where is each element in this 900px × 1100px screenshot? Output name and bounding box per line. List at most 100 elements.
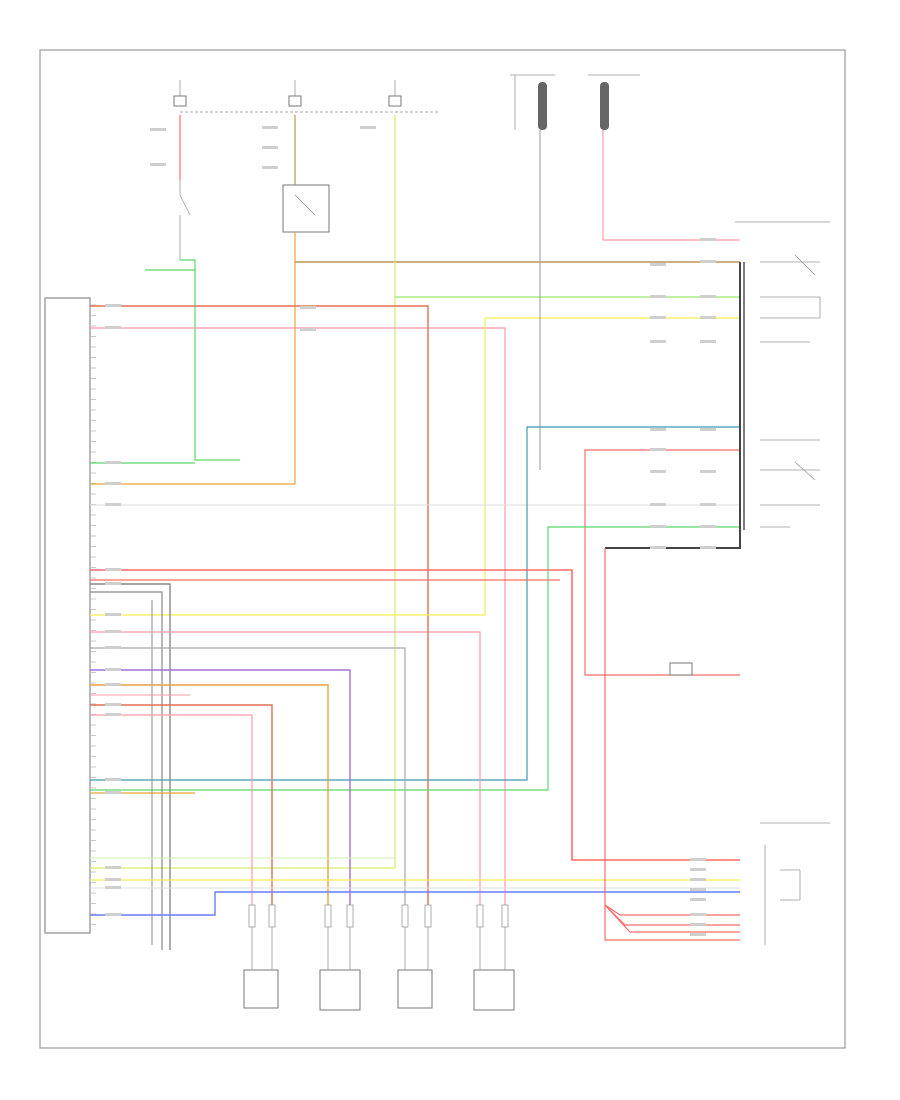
wire-label-tick: [105, 668, 121, 671]
wire-label-tick: [105, 326, 121, 329]
harness-sensor: [669, 662, 693, 676]
ecu-module: [44, 297, 91, 934]
wire-orange: [90, 684, 329, 905]
wire-label-tick: [700, 316, 716, 319]
sensor-plugs: [248, 904, 509, 970]
wire-label-tick: [105, 630, 121, 633]
wire-pink-left-sensor: [90, 714, 253, 905]
wire-pink-ecu-2: [90, 327, 506, 905]
wire-label-tick: [105, 713, 121, 716]
wire-label-tick: [360, 126, 376, 129]
sensor-plug: [401, 904, 409, 928]
wire-purple: [90, 669, 351, 905]
sensor-plug: [324, 904, 332, 928]
wire-label-tick: [700, 546, 716, 549]
sensor-right-front: [397, 969, 433, 1009]
wire-label-tick: [150, 163, 166, 166]
diagram-frame: [39, 49, 846, 1049]
wire-teal: [90, 426, 740, 781]
wire-label-tick: [650, 546, 666, 549]
sensor-right-rear: [473, 969, 515, 1011]
connector-right-mid: [760, 439, 820, 528]
sensor-left-rear: [243, 969, 279, 1009]
wire-label-tick: [105, 482, 121, 485]
wire-label-tick: [105, 568, 121, 571]
wire-label-tick: [690, 898, 706, 901]
ecu-pins: [90, 304, 96, 925]
sensor-plug: [268, 904, 276, 928]
wire-label-tick: [105, 878, 121, 881]
wire-label-tick: [300, 306, 316, 309]
wire-label-tick: [700, 238, 716, 241]
wire-label-tick: [690, 888, 706, 891]
wire-red-bundle-4: [604, 904, 740, 933]
inline-fuses-right: [510, 74, 640, 130]
wire-label-tick: [105, 646, 121, 649]
wheel-speed-sensors: [243, 969, 515, 1011]
wire-label-tick: [300, 328, 316, 331]
wire-label-tick: [105, 886, 121, 889]
wire-label-tick: [700, 340, 716, 343]
wire-label-tick: [690, 923, 706, 926]
wire-label-tick: [105, 913, 121, 916]
wire-label-tick: [105, 461, 121, 464]
wire-harness: [90, 115, 745, 950]
wire-green-left: [180, 259, 240, 461]
wire-red-left-sensor: [90, 704, 273, 905]
connector-right-bottom: [760, 822, 830, 945]
sensor-plug: [501, 904, 509, 928]
fuse-3: [388, 95, 402, 107]
wire-red-ecu-1: [90, 305, 429, 905]
sensor-plug: [346, 904, 354, 928]
wire-label-tick: [650, 525, 666, 528]
wire-blue-bottom: [90, 891, 740, 916]
wire-yellowgreen-main: [90, 115, 396, 869]
wire-label-tick: [105, 866, 121, 869]
sensor-plug: [476, 904, 484, 928]
wire-label-tick: [650, 428, 666, 431]
wire-label-tick: [105, 683, 121, 686]
wire-pink-right-fuse: [602, 130, 740, 241]
wire-label-tick: [105, 703, 121, 706]
wire-label-tick: [700, 428, 716, 431]
sensor-left-front: [319, 969, 361, 1011]
wire-label-tick: [262, 126, 278, 129]
wire-label-tick: [105, 791, 121, 794]
wire-grey-loop-2: [90, 591, 163, 950]
fuse-link-2: [600, 82, 609, 130]
wire-label-tick: [700, 525, 716, 528]
wire-red-bundle-1: [604, 548, 740, 941]
wire-label-tick: [150, 128, 166, 131]
wire-label-tick: [262, 146, 278, 149]
wire-label-tick: [105, 613, 121, 616]
fuse-block-top: [173, 80, 440, 113]
wire-label-tick: [690, 868, 706, 871]
wire-yellow-down: [90, 318, 486, 616]
wire-label-ticks: [105, 126, 716, 936]
wire-label-tick: [105, 304, 121, 307]
wire-pink-sensor: [90, 631, 481, 905]
wire-label-tick: [650, 263, 666, 266]
wire-label-tick: [690, 878, 706, 881]
wire-label-tick: [700, 260, 716, 263]
wire-label-tick: [700, 295, 716, 298]
wire-label-tick: [105, 582, 121, 585]
brake-switch: [179, 180, 191, 260]
wire-label-tick: [690, 858, 706, 861]
wire-brown-relay-down: [90, 232, 296, 485]
wire-red-bundle-2: [604, 904, 740, 916]
wire-green-right: [90, 526, 740, 791]
fuse-1: [173, 95, 187, 107]
wire-label-tick: [650, 316, 666, 319]
wire-label-tick: [650, 470, 666, 473]
fuse-link-1: [538, 82, 547, 130]
connector-right-upper: [735, 221, 830, 343]
wire-label-tick: [690, 913, 706, 916]
wire-grey-sensor: [90, 647, 406, 905]
wire-red-right-loop: [584, 449, 740, 676]
wire-label-tick: [650, 448, 666, 451]
relay-box: [282, 184, 330, 233]
wire-grey-loop: [90, 583, 171, 950]
wire-label-tick: [690, 933, 706, 936]
